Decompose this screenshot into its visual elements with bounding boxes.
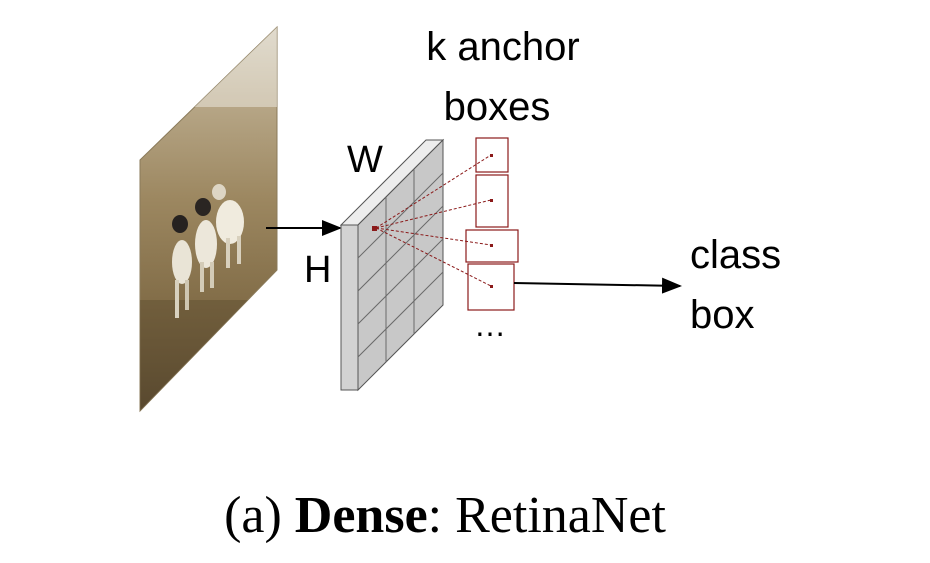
ellipsis-label: … — [474, 307, 506, 343]
anchor-box-2 — [475, 174, 509, 228]
output-arrow — [513, 277, 682, 294]
anchor-box-3 — [465, 229, 519, 263]
height-label: H — [304, 249, 331, 291]
feature-cell-marker — [372, 226, 377, 231]
anchor-box-1 — [475, 137, 509, 173]
width-label: W — [347, 139, 383, 181]
figure-caption: (a) Dense: RetinaNet — [224, 487, 666, 544]
lambs-photo-content — [172, 184, 244, 318]
anchor-label-line2: boxes — [444, 85, 551, 129]
anchor-box-4 — [467, 263, 515, 311]
input-image — [139, 25, 278, 413]
anchor-label-line1: k anchor — [426, 25, 579, 69]
feature-map-grid — [339, 138, 445, 392]
caption-bold: Dense — [295, 487, 428, 544]
caption-suffix: : RetinaNet — [428, 487, 667, 544]
output-label-class: class — [690, 233, 781, 277]
anchor-connectors — [375, 154, 492, 287]
caption-prefix: (a) — [224, 487, 295, 544]
output-label-box: box — [690, 293, 755, 337]
anchor-boxes — [465, 137, 519, 311]
